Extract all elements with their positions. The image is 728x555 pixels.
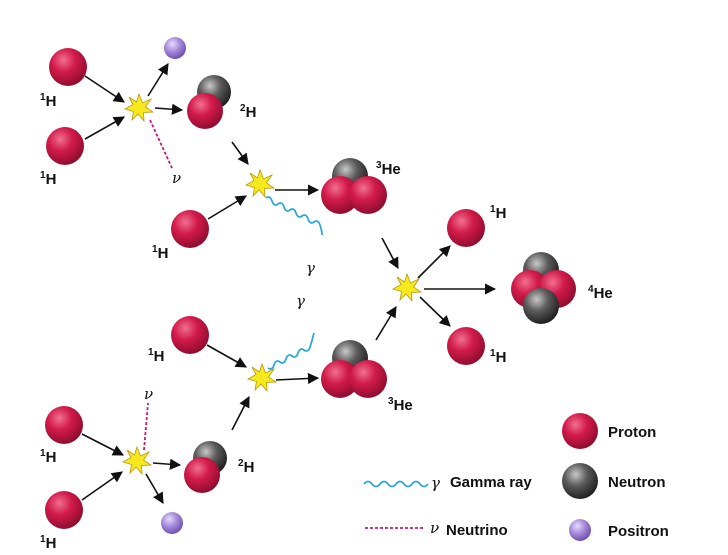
reaction-1-proton-fusion: ν 1H 1H 2H [40,37,256,188]
neutrino-symbol: ν [172,169,181,187]
proton [321,360,359,398]
arrow [417,245,451,279]
neutrino-symbol: ν [144,385,153,403]
nuclide-label-3He: 3He [388,396,413,414]
legend-neutrino-symbol: ν [430,519,439,537]
collision-flash-icon [392,273,422,302]
positron [164,37,186,59]
nuclide-label-2H: 2H [240,103,256,121]
arrow [381,237,399,269]
proton [49,48,87,86]
nuclide-label-1H: 1H [490,348,506,366]
reaction-1-lower-proton-fusion: ν 2H 1H 1H [40,385,254,552]
gamma-ray-wave [265,196,323,236]
nuclide-label-1H: 1H [40,534,56,552]
nuclide-label-1H: 1H [148,347,164,365]
proton [321,176,359,214]
arrow [84,116,125,140]
neutron [523,288,559,324]
arrow [206,344,247,368]
proton [184,457,220,493]
proton [447,209,485,247]
proton [171,210,209,248]
legend-gamma-symbol: γ [431,474,440,492]
gamma-symbol: γ [306,259,315,277]
proton [45,406,83,444]
proton [187,93,223,129]
arrow [147,63,169,97]
legend-gamma-label: Gamma ray [450,474,532,491]
arrow [81,433,124,456]
positron [161,512,183,534]
legend-neutron-swatch [562,463,598,499]
nuclide-label-1H: 1H [40,92,56,110]
gamma-symbol: γ [296,292,305,310]
proton [171,316,209,354]
arrow [84,75,125,103]
nuclide-label-2H: 2H [238,458,254,476]
proton [349,176,387,214]
nuclide-label-1H: 1H [152,244,168,262]
nuclide-label-1H: 1H [40,170,56,188]
arrow [154,103,184,115]
proton [46,127,84,165]
legend-positron-label: Positron [608,523,669,540]
nuclide-label-4He: 4He [588,284,613,302]
arrow [81,471,123,501]
neutrino-path [149,119,173,169]
arrow [231,141,249,165]
reaction-3-helium-fusion: 1H 1H 4He [375,204,613,366]
arrow [145,473,164,504]
collision-flash-icon [122,446,152,475]
nuclide-label-1H: 1H [490,204,506,222]
legend-positron-swatch [569,519,591,541]
legend-gamma-wave [363,480,429,488]
reaction-2-upper-deuterium-capture: γ 3He 1H [152,141,401,277]
proton [349,360,387,398]
collision-flash-icon [245,169,275,198]
arrow [275,372,320,385]
neutrino-path [143,402,149,451]
collision-flash-icon [124,93,154,122]
gamma-ray-wave [267,332,315,370]
arrow [207,195,247,220]
legend-neutron-label: Neutron [608,474,666,491]
arrow [231,396,250,431]
proton [45,491,83,529]
nuclide-label-1H: 1H [40,448,56,466]
legend: Proton Neutron Positron γ Gamma ray ν Ne… [363,413,669,541]
legend-proton-label: Proton [608,424,656,441]
proton [447,327,485,365]
arrow [152,458,182,470]
arrow [419,296,451,327]
legend-proton-swatch [562,413,598,449]
legend-neutrino-label: Neutrino [446,522,508,539]
reaction-2-lower-deuterium-capture: γ 3He 1H [148,292,413,431]
arrow [375,306,397,341]
nuclide-label-3He: 3He [376,160,401,178]
